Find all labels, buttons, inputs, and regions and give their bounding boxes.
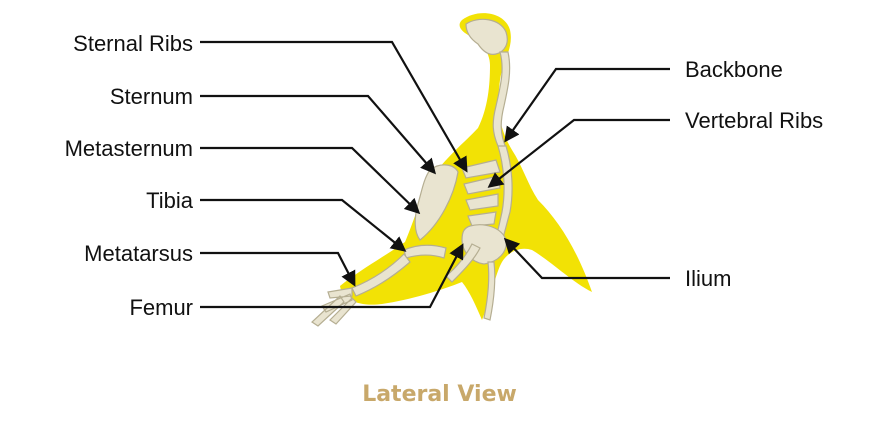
label-backbone: Backbone [685,59,783,81]
label-tibia: Tibia [146,190,193,212]
leader-line-sternum [200,96,434,172]
label-sternal-ribs: Sternal Ribs [73,33,193,55]
label-ilium: Ilium [685,268,731,290]
leader-line-sternal-ribs [200,42,466,170]
label-metatarsus: Metatarsus [84,243,193,265]
leader-line-backbone [506,69,670,140]
label-vertebral-ribs: Vertebral Ribs [685,110,823,132]
view-caption: Lateral View [0,384,879,406]
label-metasternum: Metasternum [65,138,193,160]
leader-line-metatarsus [200,253,354,284]
label-femur: Femur [129,297,193,319]
skull-bone [466,19,507,54]
leader-line-metasternum [200,148,418,212]
leader-line-tibia [200,200,404,250]
label-sternum: Sternum [110,86,193,108]
